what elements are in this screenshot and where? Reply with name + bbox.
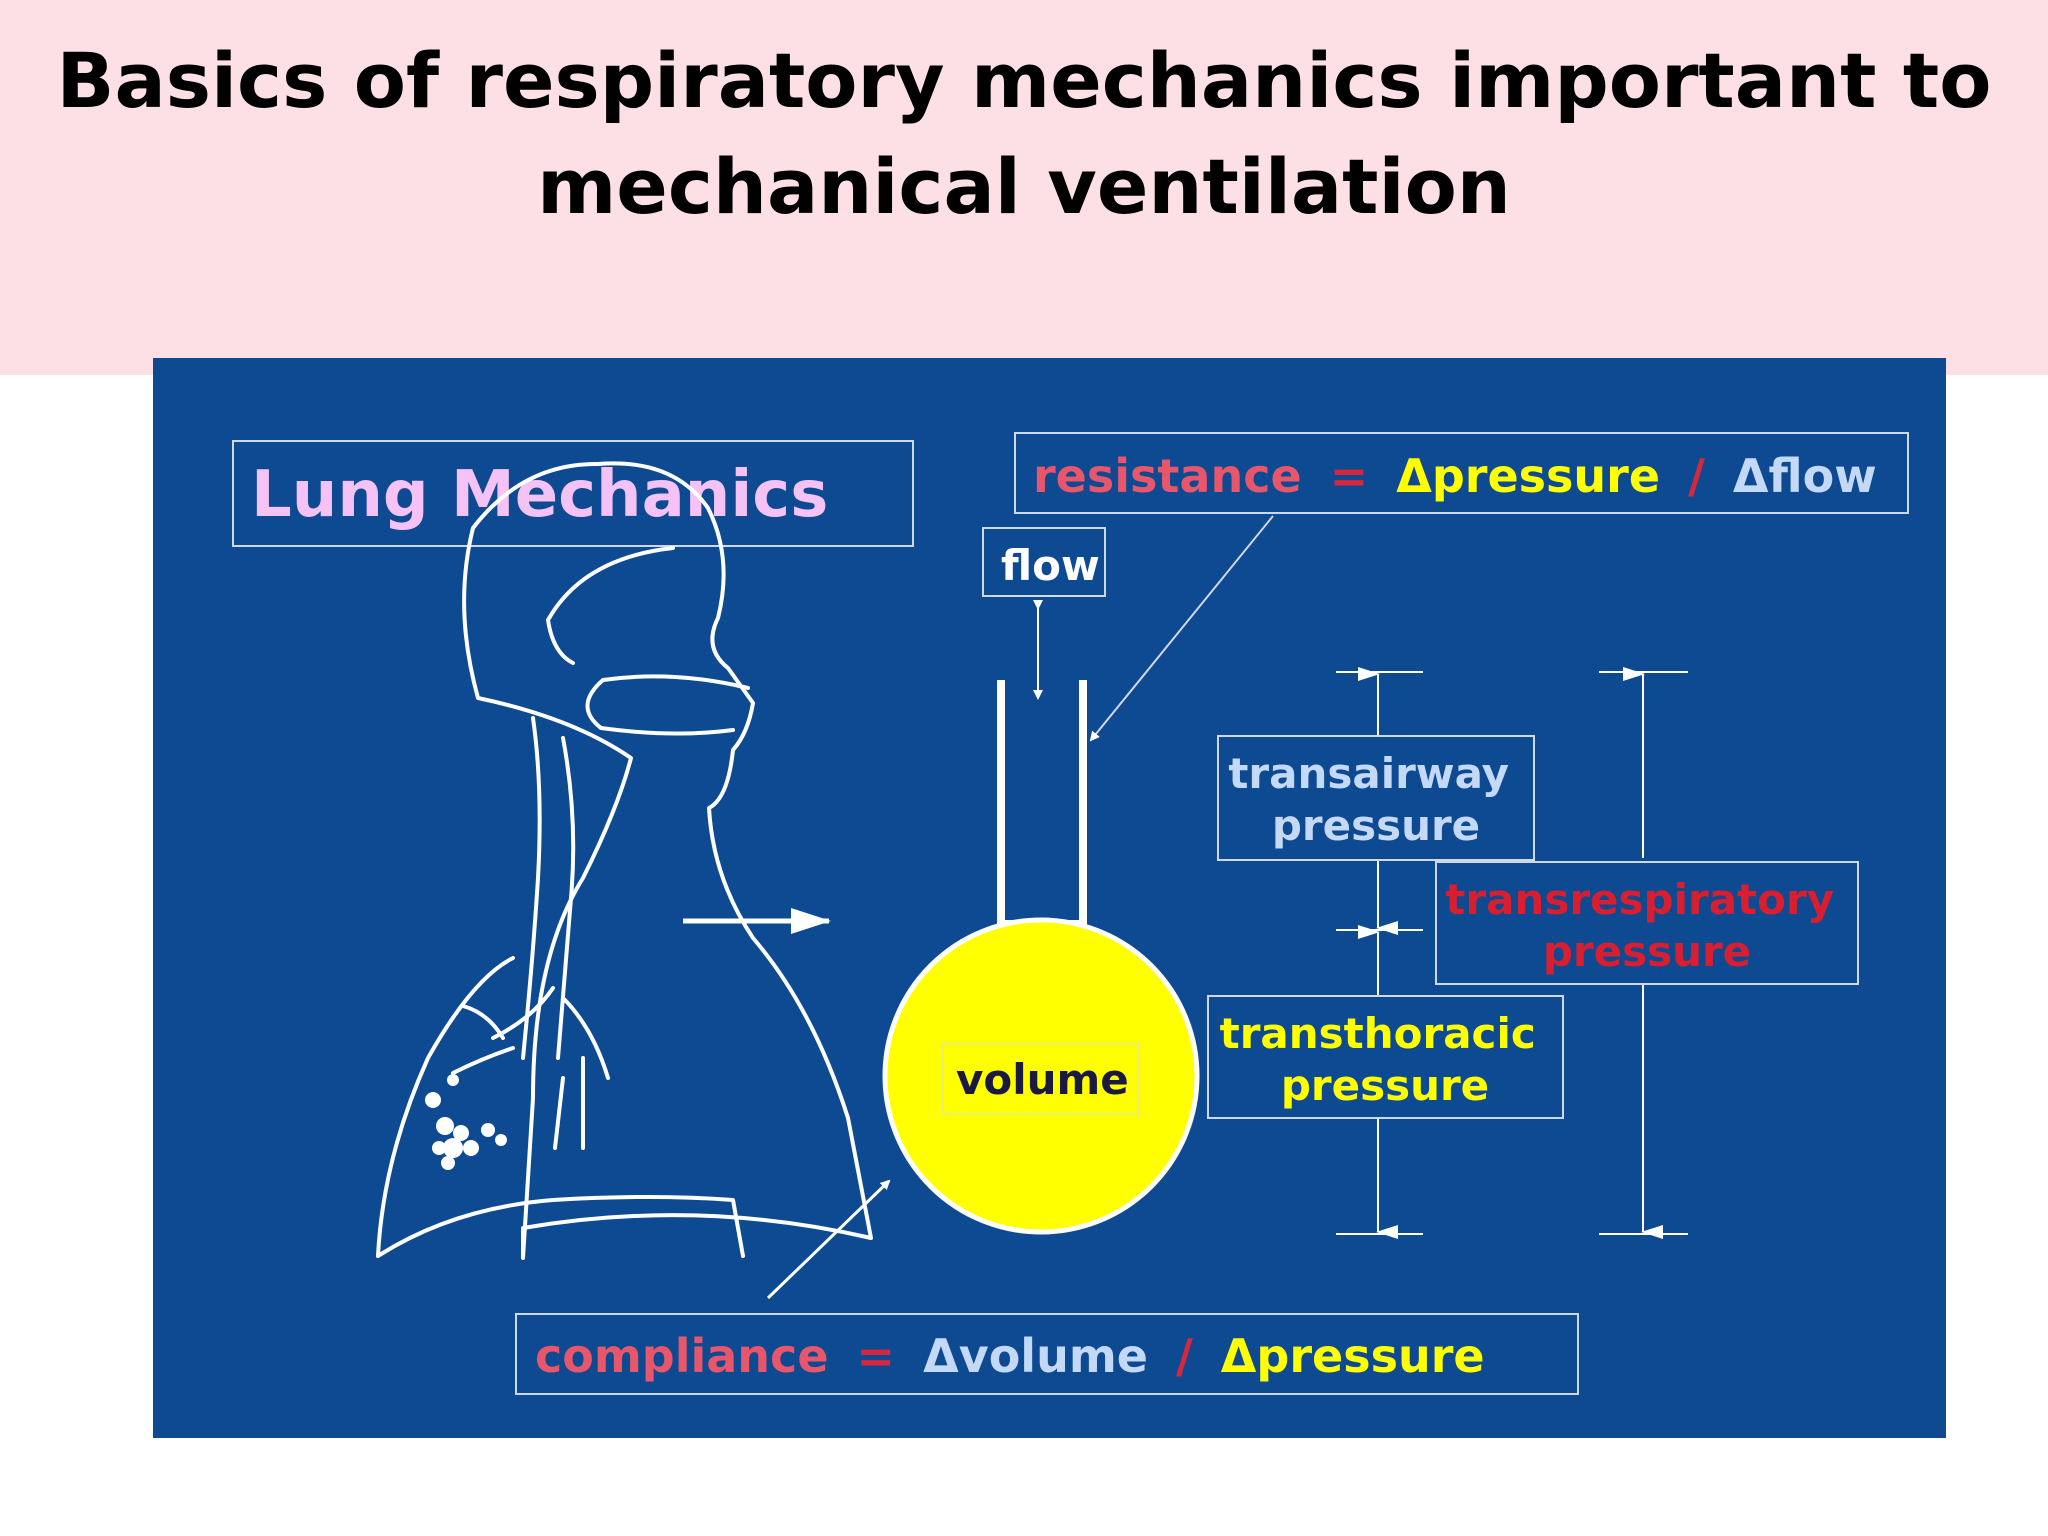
alveolus <box>447 1074 459 1086</box>
lung-lower-edge <box>376 956 515 1258</box>
transthoracic-line-2: pressure <box>1281 1061 1489 1110</box>
title-line-2: mechanical ventilation <box>537 142 1511 231</box>
alveoli-cluster <box>425 1074 507 1170</box>
alveolus <box>481 1123 495 1137</box>
title-line-1: Basics of respiratory mechanics importan… <box>56 36 1992 125</box>
resistance-equation: resistance = Δpressure / Δflow <box>1033 449 1877 503</box>
compliance-equals: = <box>857 1329 896 1383</box>
transairway-line-1: transairway <box>1228 749 1509 798</box>
lung-balloon <box>882 917 1200 1235</box>
transpulmonary-dimensions <box>1336 667 1688 1239</box>
alveolus <box>443 1138 463 1158</box>
resistance-pointer <box>1089 515 1274 742</box>
transairway-label: transairway pressure <box>1228 749 1523 850</box>
nasal-cavity <box>546 546 675 665</box>
alveolus <box>453 1125 469 1141</box>
resistance-equals: = <box>1330 449 1369 503</box>
compliance-pointer <box>766 1179 891 1300</box>
compliance-box <box>515 1313 1579 1395</box>
alveolus <box>463 1140 479 1156</box>
alveolus <box>436 1117 454 1135</box>
lung-mechanics-slide: Lung Mechanics resistance = Δpressure / … <box>153 358 1946 1438</box>
transrespiratory-box <box>1435 861 1859 985</box>
flow-box <box>982 527 1106 597</box>
bronchiole-1 <box>451 1046 515 1075</box>
bronchiole-2 <box>461 1004 505 1040</box>
compliance-separator: / <box>1176 1329 1193 1383</box>
transrespiratory-line-2: pressure <box>1543 927 1751 976</box>
page-title: Basics of respiratory mechanics importan… <box>0 28 2048 240</box>
transthoracic-box <box>1207 995 1564 1119</box>
heading-box <box>232 440 914 547</box>
trachea-right <box>556 736 576 1060</box>
alveolus <box>425 1092 441 1108</box>
trachea-left <box>521 716 542 1060</box>
respiratory-system-figure <box>376 461 873 1260</box>
transairway-box <box>1217 735 1535 861</box>
transrespiratory-line-1: transrespiratory <box>1445 875 1834 924</box>
head-neck-torso-outline <box>462 461 873 1260</box>
compliance-equation: compliance = Δvolume / Δpressure <box>535 1329 1485 1383</box>
flow-label: flow <box>1001 541 1100 590</box>
alveolus <box>432 1141 446 1155</box>
diaphragm <box>376 1195 745 1258</box>
resistance-numerator: Δpressure <box>1396 449 1660 503</box>
compliance-denominator: Δpressure <box>1221 1329 1485 1383</box>
compliance-term: compliance <box>535 1329 829 1383</box>
resistance-term: resistance <box>1033 449 1302 503</box>
transthoracic-label: transthoracic pressure <box>1220 1009 1551 1110</box>
transairway-line-2: pressure <box>1272 801 1480 850</box>
alveolus <box>441 1156 455 1170</box>
lung-mechanics-diagram: Lung Mechanics resistance = Δpressure / … <box>232 432 1909 1395</box>
resistance-separator: / <box>1688 449 1705 503</box>
transthoracic-line-1: transthoracic <box>1220 1009 1536 1058</box>
alveolus <box>495 1134 507 1146</box>
compliance-numerator: Δvolume <box>923 1329 1148 1383</box>
resistance-box <box>1014 432 1909 514</box>
oral-cavity <box>585 674 750 736</box>
resistance-denominator: Δflow <box>1733 449 1877 503</box>
volume-box <box>942 1043 1140 1115</box>
transrespiratory-label: transrespiratory pressure <box>1445 875 1848 976</box>
title-banner <box>0 0 2048 375</box>
volume-label: volume <box>956 1055 1129 1104</box>
bronchiole-4 <box>553 1076 565 1150</box>
bronchus-left <box>491 986 555 1040</box>
heading-text: Lung Mechanics <box>251 458 828 532</box>
bronchus-right <box>561 996 610 1080</box>
